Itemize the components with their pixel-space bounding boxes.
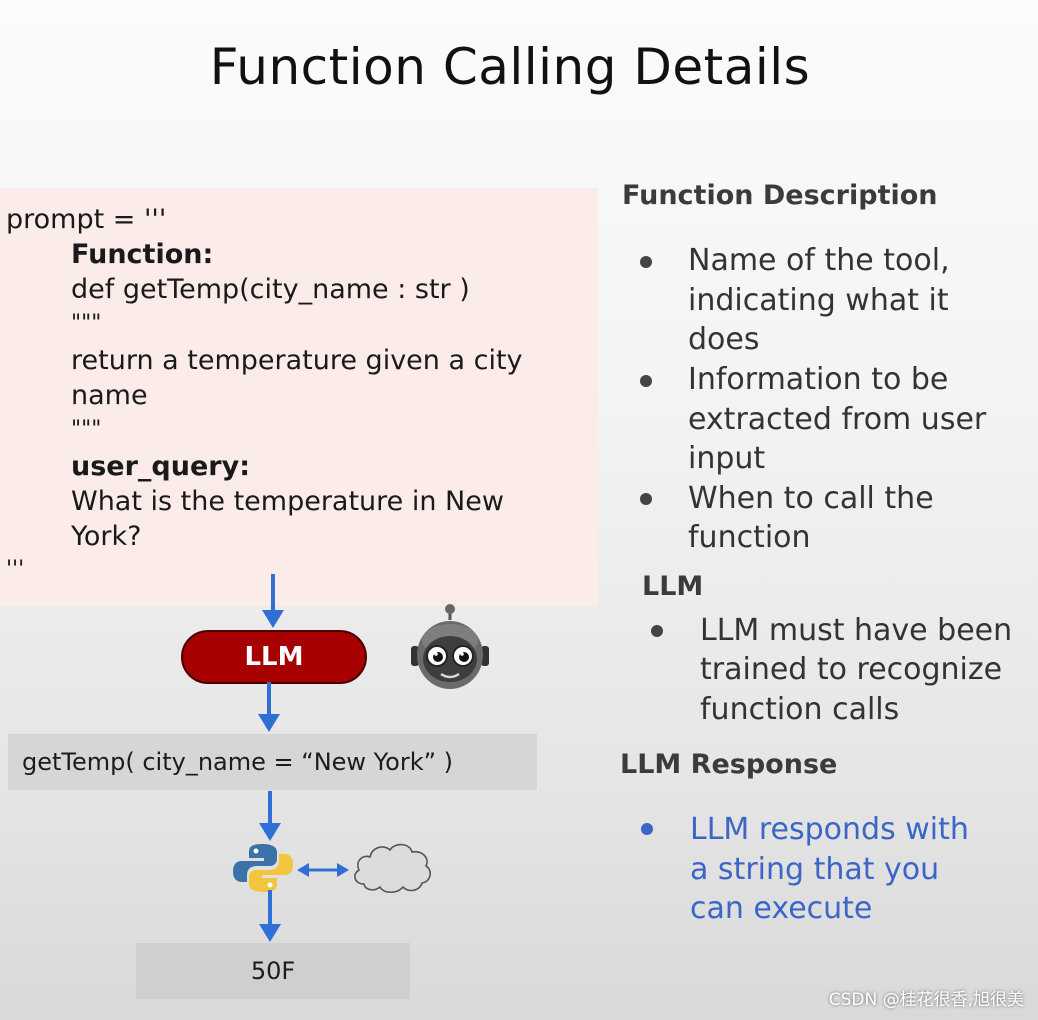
query-line-2: York? — [71, 521, 142, 552]
bullet-line: Name of the tool, — [688, 243, 950, 278]
bullet-icon — [651, 625, 663, 637]
bullet-line: input — [688, 441, 766, 476]
result-box: 50F — [136, 943, 410, 999]
user-query-label: user_query: — [71, 451, 250, 482]
query-line-1: What is the temperature in New — [71, 486, 504, 517]
bullet-line: function — [688, 520, 811, 555]
bullet-line: can execute — [690, 891, 873, 926]
prompt-open-line: prompt = ''' — [6, 204, 167, 235]
bullet-icon — [640, 493, 652, 505]
docstring-close: """ — [71, 417, 102, 442]
function-call-box: getTemp( city_name = “New York” ) — [8, 734, 537, 790]
docstring-open: """ — [71, 311, 102, 336]
robot-icon — [411, 604, 489, 689]
bullet-icon — [640, 375, 652, 387]
bullet-line: extracted from user — [688, 402, 987, 437]
bullet-line: trained to recognize — [700, 652, 1003, 687]
prompt-close-line: ''' — [6, 557, 25, 582]
bullet-line: a string that you — [690, 852, 940, 887]
arrow-down-icon — [258, 682, 280, 732]
arrow-down-icon — [259, 791, 281, 841]
docstring-line-1: return a temperature given a city — [71, 345, 523, 376]
bidirectional-arrow-icon — [297, 863, 349, 877]
llm-pill: LLM — [181, 630, 367, 684]
bullet-icon — [641, 823, 653, 835]
bullet-line: When to call the — [688, 481, 934, 516]
bullet-line: LLM must have been — [700, 613, 1013, 648]
python-logo-icon — [233, 844, 293, 892]
llm-heading: LLM — [642, 571, 704, 602]
bullet-line: LLM responds with — [690, 812, 969, 847]
watermark: CSDN @桂花很香,旭很美 — [828, 990, 1024, 1010]
bullet-line: Information to be — [688, 362, 949, 397]
bullet-icon — [640, 256, 652, 268]
prompt-code-box — [0, 188, 598, 606]
function-label: Function: — [71, 239, 214, 270]
function-description-heading: Function Description — [622, 180, 938, 211]
cloud-icon — [354, 843, 431, 894]
def-line: def getTemp(city_name : str ) — [71, 274, 470, 305]
bullet-line: indicating what it — [688, 283, 949, 318]
bullet-line: does — [688, 322, 760, 357]
bullet-line: function calls — [700, 692, 900, 727]
docstring-line-2: name — [71, 380, 148, 411]
arrow-down-icon — [259, 890, 281, 942]
arrow-down-icon — [262, 574, 284, 628]
page-title: Function Calling Details — [209, 38, 811, 96]
llm-response-heading: LLM Response — [620, 749, 838, 780]
